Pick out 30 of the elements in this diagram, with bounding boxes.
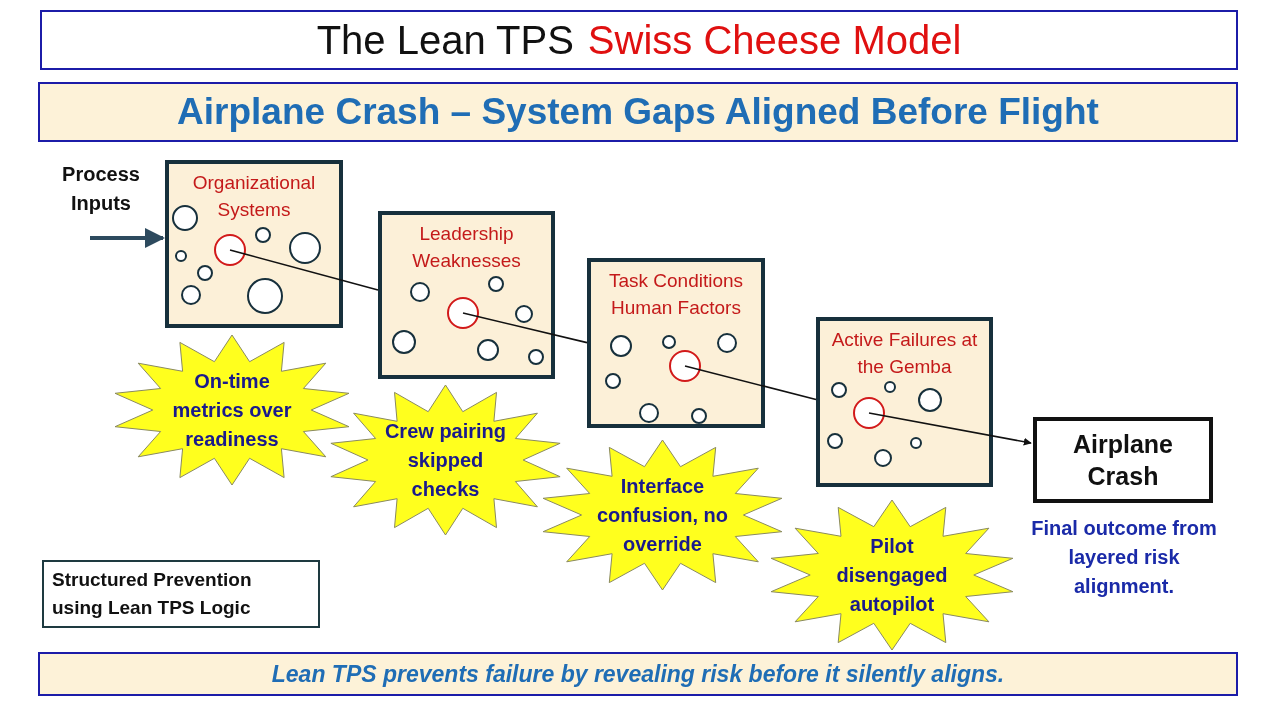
outcome-caption: Final outcome from layered risk alignment. xyxy=(1030,516,1218,599)
slice-heading: Active Failures at the Gemba xyxy=(830,328,979,379)
connector-line xyxy=(462,312,588,344)
outcome-text: Airplane Crash xyxy=(1072,428,1174,492)
note-text: Structured Prevention using Lean TPS Logic xyxy=(52,567,253,620)
slice-heading: Leadership Weaknesses xyxy=(411,222,522,273)
starburst-text: On-time metrics over readiness xyxy=(171,368,293,452)
connector-line xyxy=(684,365,817,401)
starburst-text: Interface confusion, no override xyxy=(595,473,730,557)
note-box xyxy=(42,560,320,628)
input-label: Process Inputs xyxy=(61,162,141,216)
cheese-slice xyxy=(587,258,765,428)
footer-text: Lean TPS prevents failure by revealing risk before it silently aligns. xyxy=(271,660,1005,688)
outcome-box xyxy=(1033,417,1213,503)
cheese-slice xyxy=(378,211,555,379)
connector-line xyxy=(229,249,379,291)
footer-banner xyxy=(38,652,1238,696)
starburst-text: Pilot disengaged autopilot xyxy=(835,533,949,617)
slice-heading: Organizational Systems xyxy=(191,171,317,222)
title-text: Swiss Cheese Model xyxy=(587,17,962,63)
subtitle-banner xyxy=(38,82,1238,142)
subtitle-text: Airplane Crash – System Gaps Aligned Before Flight xyxy=(177,91,1099,133)
title-text: The Lean TPS xyxy=(316,17,574,63)
starburst-text: Crew pairing skipped checks xyxy=(383,418,508,502)
arrow xyxy=(90,228,165,248)
slice-heading: Task Conditions Human Factors xyxy=(607,269,745,320)
cheese-slice xyxy=(165,160,343,328)
arrow xyxy=(868,412,1032,446)
cheese-slice xyxy=(816,317,993,487)
header-banner xyxy=(40,10,1238,70)
